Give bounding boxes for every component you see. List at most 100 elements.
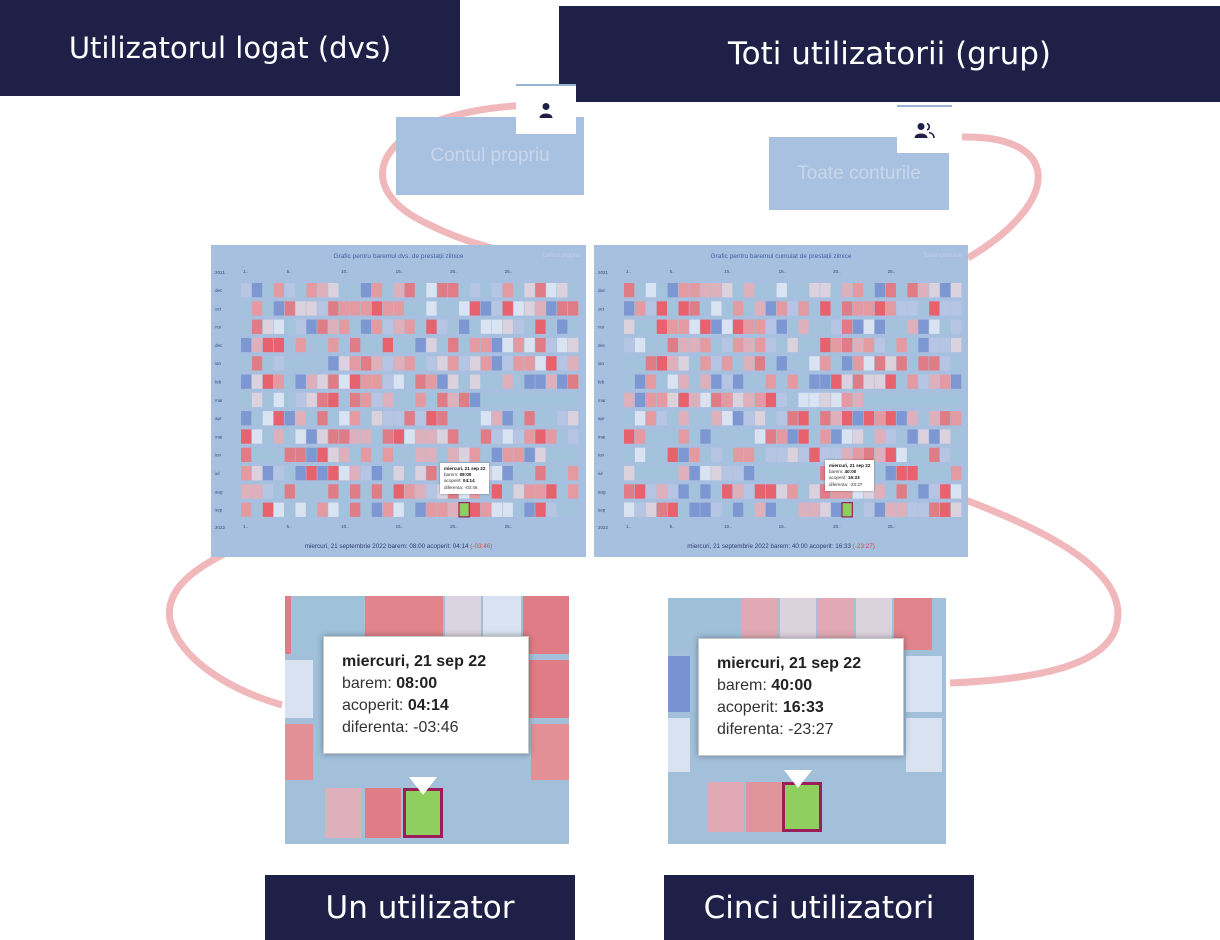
- heatmap-cell: [743, 411, 755, 426]
- heatmap-cell: [251, 301, 263, 316]
- label-one-user: Un utilizator: [265, 875, 575, 940]
- chart-toggle-label[interactable]: Toate conturile: [922, 253, 962, 259]
- selected-day-cell[interactable]: [841, 502, 853, 518]
- heatmap-cell: [295, 319, 306, 334]
- heatmap-cell: [480, 447, 492, 462]
- heatmap-cell: [513, 466, 524, 481]
- heatmap-cell: [656, 502, 667, 517]
- heatmap-cell: [951, 502, 962, 517]
- selected-day-cell[interactable]: [458, 502, 470, 518]
- heatmap-cell: [733, 466, 744, 481]
- heatmap-cell: [896, 301, 907, 316]
- heatmap-cell: [809, 319, 820, 334]
- tooltip-diferenta: -03:46: [464, 484, 478, 490]
- heatmap-cell: [273, 301, 284, 316]
- heatmap-cell: [896, 319, 907, 334]
- heatmap-cell: [743, 356, 755, 371]
- heatmap-cell: [668, 718, 690, 772]
- heatmap-cell: [776, 356, 787, 371]
- selected-day-cell[interactable]: [782, 782, 822, 832]
- heatmap-cell: [874, 356, 885, 371]
- heatmap-cell: [700, 337, 711, 353]
- heatmap-cell: [241, 319, 252, 334]
- heatmap-cell: [863, 392, 875, 408]
- heatmap-cell: [241, 374, 252, 389]
- heatmap-cell: [480, 356, 492, 371]
- heatmap-cell: [907, 484, 918, 499]
- heatmap-cell: [918, 337, 929, 353]
- heatmap-cell: [634, 356, 646, 371]
- heatmap-cell: [557, 374, 568, 389]
- heatmap-cell: [371, 356, 383, 371]
- heatmap-cell: [480, 374, 492, 389]
- heatmap-cell: [656, 429, 667, 444]
- heatmap-cell: [700, 466, 711, 481]
- heatmap-cell: [480, 429, 492, 444]
- barem-label: barem:: [717, 677, 767, 694]
- heatmap-cell: [415, 392, 426, 408]
- heatmap-cell: [656, 301, 667, 316]
- heatmap-cell: [668, 656, 690, 712]
- heatmap-cell: [656, 447, 667, 462]
- heatmap-cell: [634, 466, 646, 481]
- heatmap-cell: [415, 484, 426, 499]
- heatmap-cell: [820, 319, 831, 334]
- heatmap-cell: [448, 429, 459, 444]
- heatmap-cell: [645, 466, 657, 481]
- heatmap-cell: [469, 301, 481, 316]
- heatmap-cell: [393, 447, 404, 462]
- heatmap-cell: [787, 429, 798, 444]
- heatmap-cell: [624, 374, 635, 389]
- heatmap-cell: [776, 319, 787, 334]
- heatmap-cell: [469, 319, 481, 334]
- heatmap-cell: [852, 502, 864, 517]
- users-icon[interactable]: [897, 105, 952, 153]
- heatmap-cell: [885, 319, 896, 334]
- heatmap-cell: [415, 502, 426, 517]
- heatmap-cell: [546, 447, 557, 462]
- heatmap-cell: [251, 337, 263, 353]
- heatmap-cell: [787, 484, 798, 499]
- all-accounts-button[interactable]: Toate conturile: [769, 137, 949, 210]
- header-all-users: Toti utilizatorii (grup): [559, 6, 1220, 102]
- day-tick-label: 25..: [505, 269, 513, 274]
- heatmap-cell: [491, 319, 502, 334]
- heatmap-cell: [733, 447, 744, 462]
- heatmap-cell: [896, 374, 907, 389]
- heatmap-cell: [491, 283, 502, 298]
- heatmap-cell: [656, 392, 667, 408]
- heatmap-cell: [667, 283, 678, 298]
- selected-day-cell[interactable]: [403, 788, 443, 838]
- month-label: aug: [215, 489, 223, 494]
- heatmap-cell: [754, 337, 766, 353]
- heatmap-cell: [325, 788, 361, 838]
- heatmap-cell: [513, 484, 524, 499]
- heatmap-cell: [371, 411, 383, 426]
- heatmap-cell: [743, 301, 755, 316]
- heatmap-cell: [940, 466, 951, 481]
- heatmap-cell: [568, 356, 579, 371]
- heatmap-cell: [546, 502, 557, 517]
- heatmap-cell: [568, 392, 579, 408]
- heatmap-cell: [689, 283, 700, 298]
- heatmap-cell: [568, 374, 579, 389]
- user-icon[interactable]: [516, 84, 576, 134]
- heatmap-cell: [776, 411, 787, 426]
- heatmap-cell: [502, 283, 513, 298]
- heatmap-cell: [328, 319, 339, 334]
- heatmap-cell: [339, 466, 350, 481]
- heatmap-cell: [437, 356, 448, 371]
- heatmap-cell: [535, 429, 546, 444]
- heatmap-cell: [557, 301, 568, 316]
- heatmap-cell: [918, 447, 929, 462]
- heatmap-cell: [863, 429, 875, 444]
- heatmap-cell: [491, 337, 502, 353]
- heatmap-cell: [251, 484, 263, 499]
- heatmap-cell: [722, 374, 733, 389]
- heatmap-cell: [678, 466, 689, 481]
- chart-toggle-label[interactable]: Contul propriu: [542, 253, 580, 259]
- barem-value: 40:00: [771, 677, 813, 694]
- heatmap-cell: [667, 447, 678, 462]
- heatmap-cell: [502, 502, 513, 517]
- heatmap-cell: [365, 788, 401, 838]
